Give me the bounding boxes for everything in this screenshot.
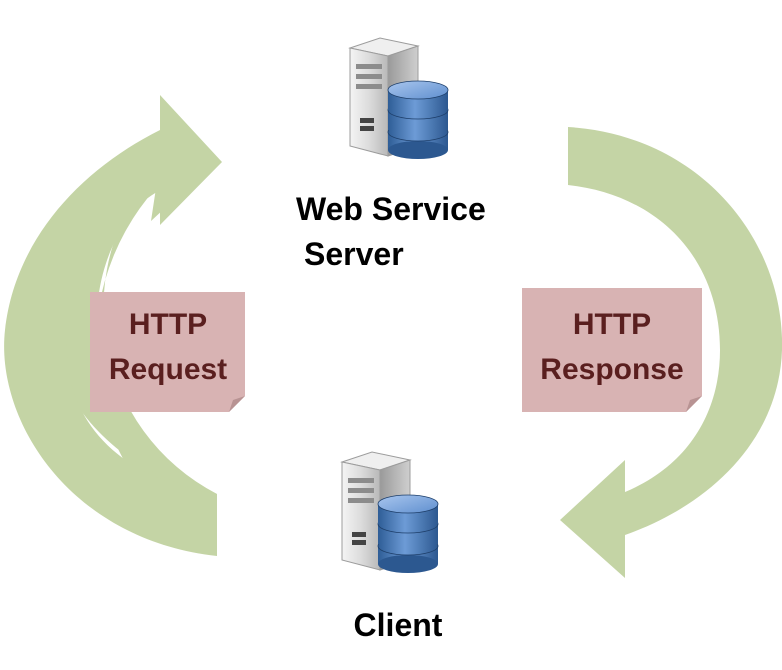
request-arrow — [4, 95, 222, 556]
server-database-icon — [348, 37, 449, 159]
client-database-icon — [340, 451, 439, 573]
request-label-line1: HTTP — [129, 308, 207, 341]
server-label-line2: Server — [304, 236, 404, 272]
response-label-line1: HTTP — [573, 308, 651, 341]
client-label: Client — [354, 607, 443, 643]
response-label-line2: Response — [540, 353, 683, 386]
request-label-line2: Request — [109, 353, 227, 386]
http-request-box: HTTP Request — [90, 292, 245, 412]
server-label-line1: Web Service — [296, 191, 486, 227]
http-response-box: HTTP Response — [522, 288, 702, 412]
response-arrow — [560, 127, 782, 578]
